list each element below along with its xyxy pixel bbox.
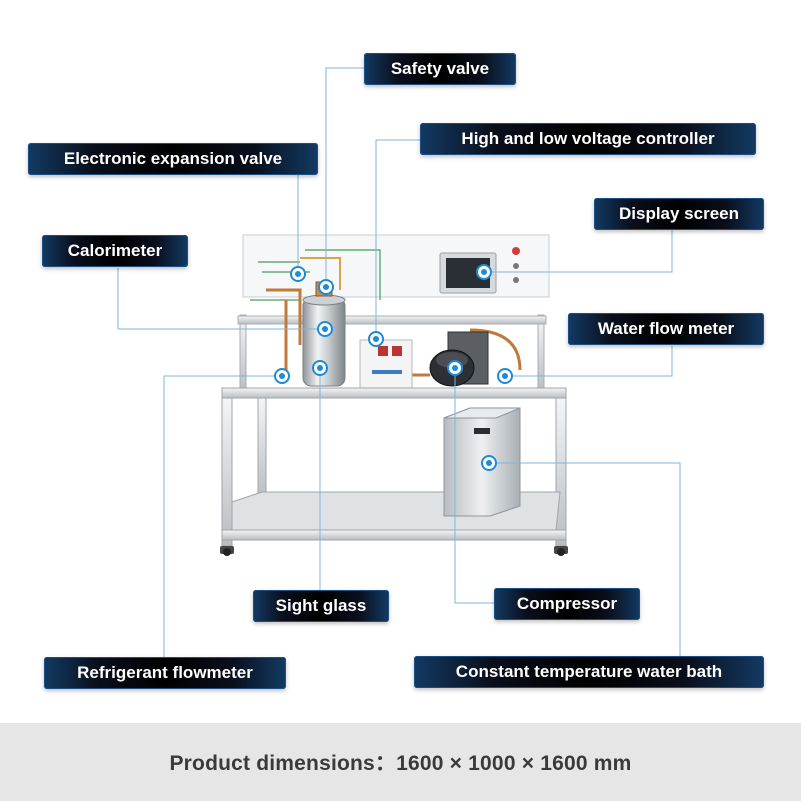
- label-electronic-expansion-valve: Electronic expansion valve: [28, 143, 318, 175]
- label-sight-glass: Sight glass: [253, 590, 389, 622]
- marker-compressor: [447, 360, 463, 376]
- marker-safety-valve: [318, 279, 334, 295]
- label-high-low-voltage-controller: High and low voltage controller: [420, 123, 756, 155]
- label-safety-valve: Safety valve: [364, 53, 516, 85]
- label-water-flow-meter: Water flow meter: [568, 313, 764, 345]
- leader-display-screen: [484, 230, 673, 273]
- leader-water-bath: [489, 462, 681, 656]
- product-dimensions-text: Product dimensions：1600 × 1000 × 1600 mm: [169, 752, 632, 775]
- leader-compressor: [454, 368, 494, 604]
- product-dimensions-footer: Product dimensions：1600 × 1000 × 1600 mm: [0, 723, 801, 801]
- label-refrigerant-flowmeter: Refrigerant flowmeter: [44, 657, 286, 689]
- leader-calorimeter: [117, 268, 325, 330]
- compressor-unit: [429, 331, 489, 387]
- controller-box: [359, 339, 413, 391]
- leader-safety-valve: [325, 67, 364, 287]
- marker-high-low-voltage: [368, 331, 384, 347]
- label-compressor: Compressor: [494, 588, 640, 620]
- leader-lines: [117, 67, 681, 657]
- marker-calorimeter: [317, 321, 333, 337]
- leader-high-low-voltage: [375, 139, 420, 339]
- label-constant-temperature-water-bath: Constant temperature water bath: [414, 656, 764, 688]
- marker-water-bath: [481, 455, 497, 471]
- leader-refrigerant-flowmeter: [163, 375, 282, 657]
- label-calorimeter: Calorimeter: [42, 235, 188, 267]
- marker-refrigerant-flowmeter: [274, 368, 290, 384]
- marker-display-screen: [476, 264, 492, 280]
- marker-sight-glass: [312, 360, 328, 376]
- back-panel: [242, 234, 550, 301]
- leader-water-flow-meter: [505, 346, 673, 377]
- marker-water-flow-meter: [497, 368, 513, 384]
- upper-frame: [237, 314, 547, 392]
- marker-expansion-valve: [290, 266, 306, 282]
- label-display-screen: Display screen: [594, 198, 764, 230]
- equipment-illustration: [117, 67, 681, 657]
- callout-markers: [274, 264, 513, 471]
